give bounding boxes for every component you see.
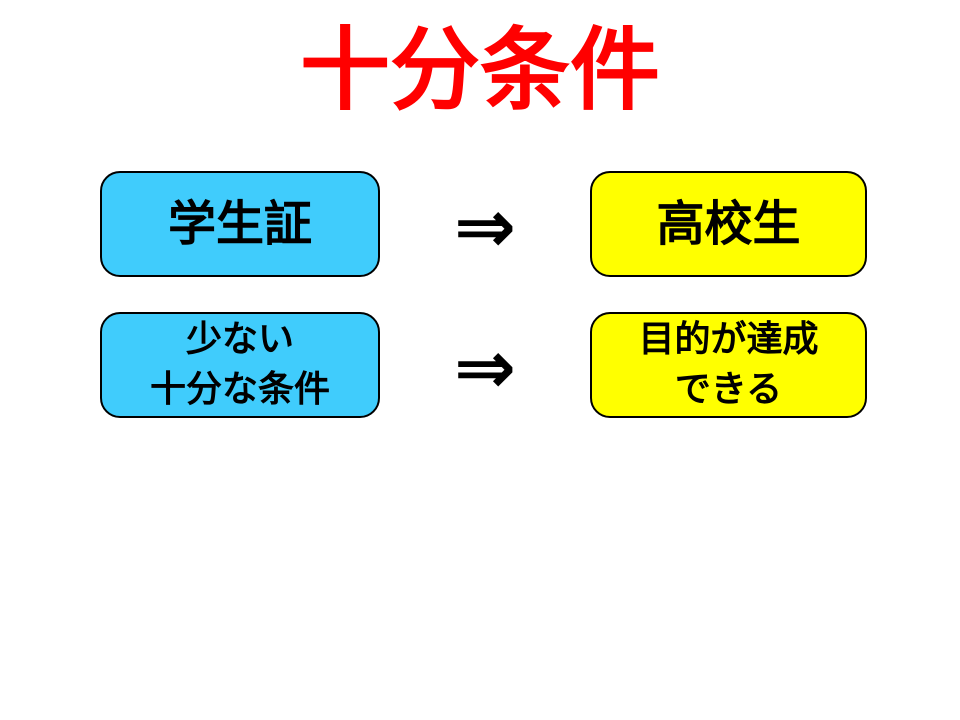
row-2-implies-arrow-icon: ⇒ (453, 325, 516, 411)
slide-title: 十分条件 (300, 18, 660, 123)
row-1-conclusion-box: 高校生 (590, 171, 867, 277)
row-1-premise-box: 学生証 (100, 171, 380, 277)
row-2-premise-box: 少ない 十分な条件 (100, 312, 380, 418)
row-1-implies-arrow-icon: ⇒ (453, 184, 516, 270)
row-2-conclusion-box: 目的が達成 できる (590, 312, 867, 418)
